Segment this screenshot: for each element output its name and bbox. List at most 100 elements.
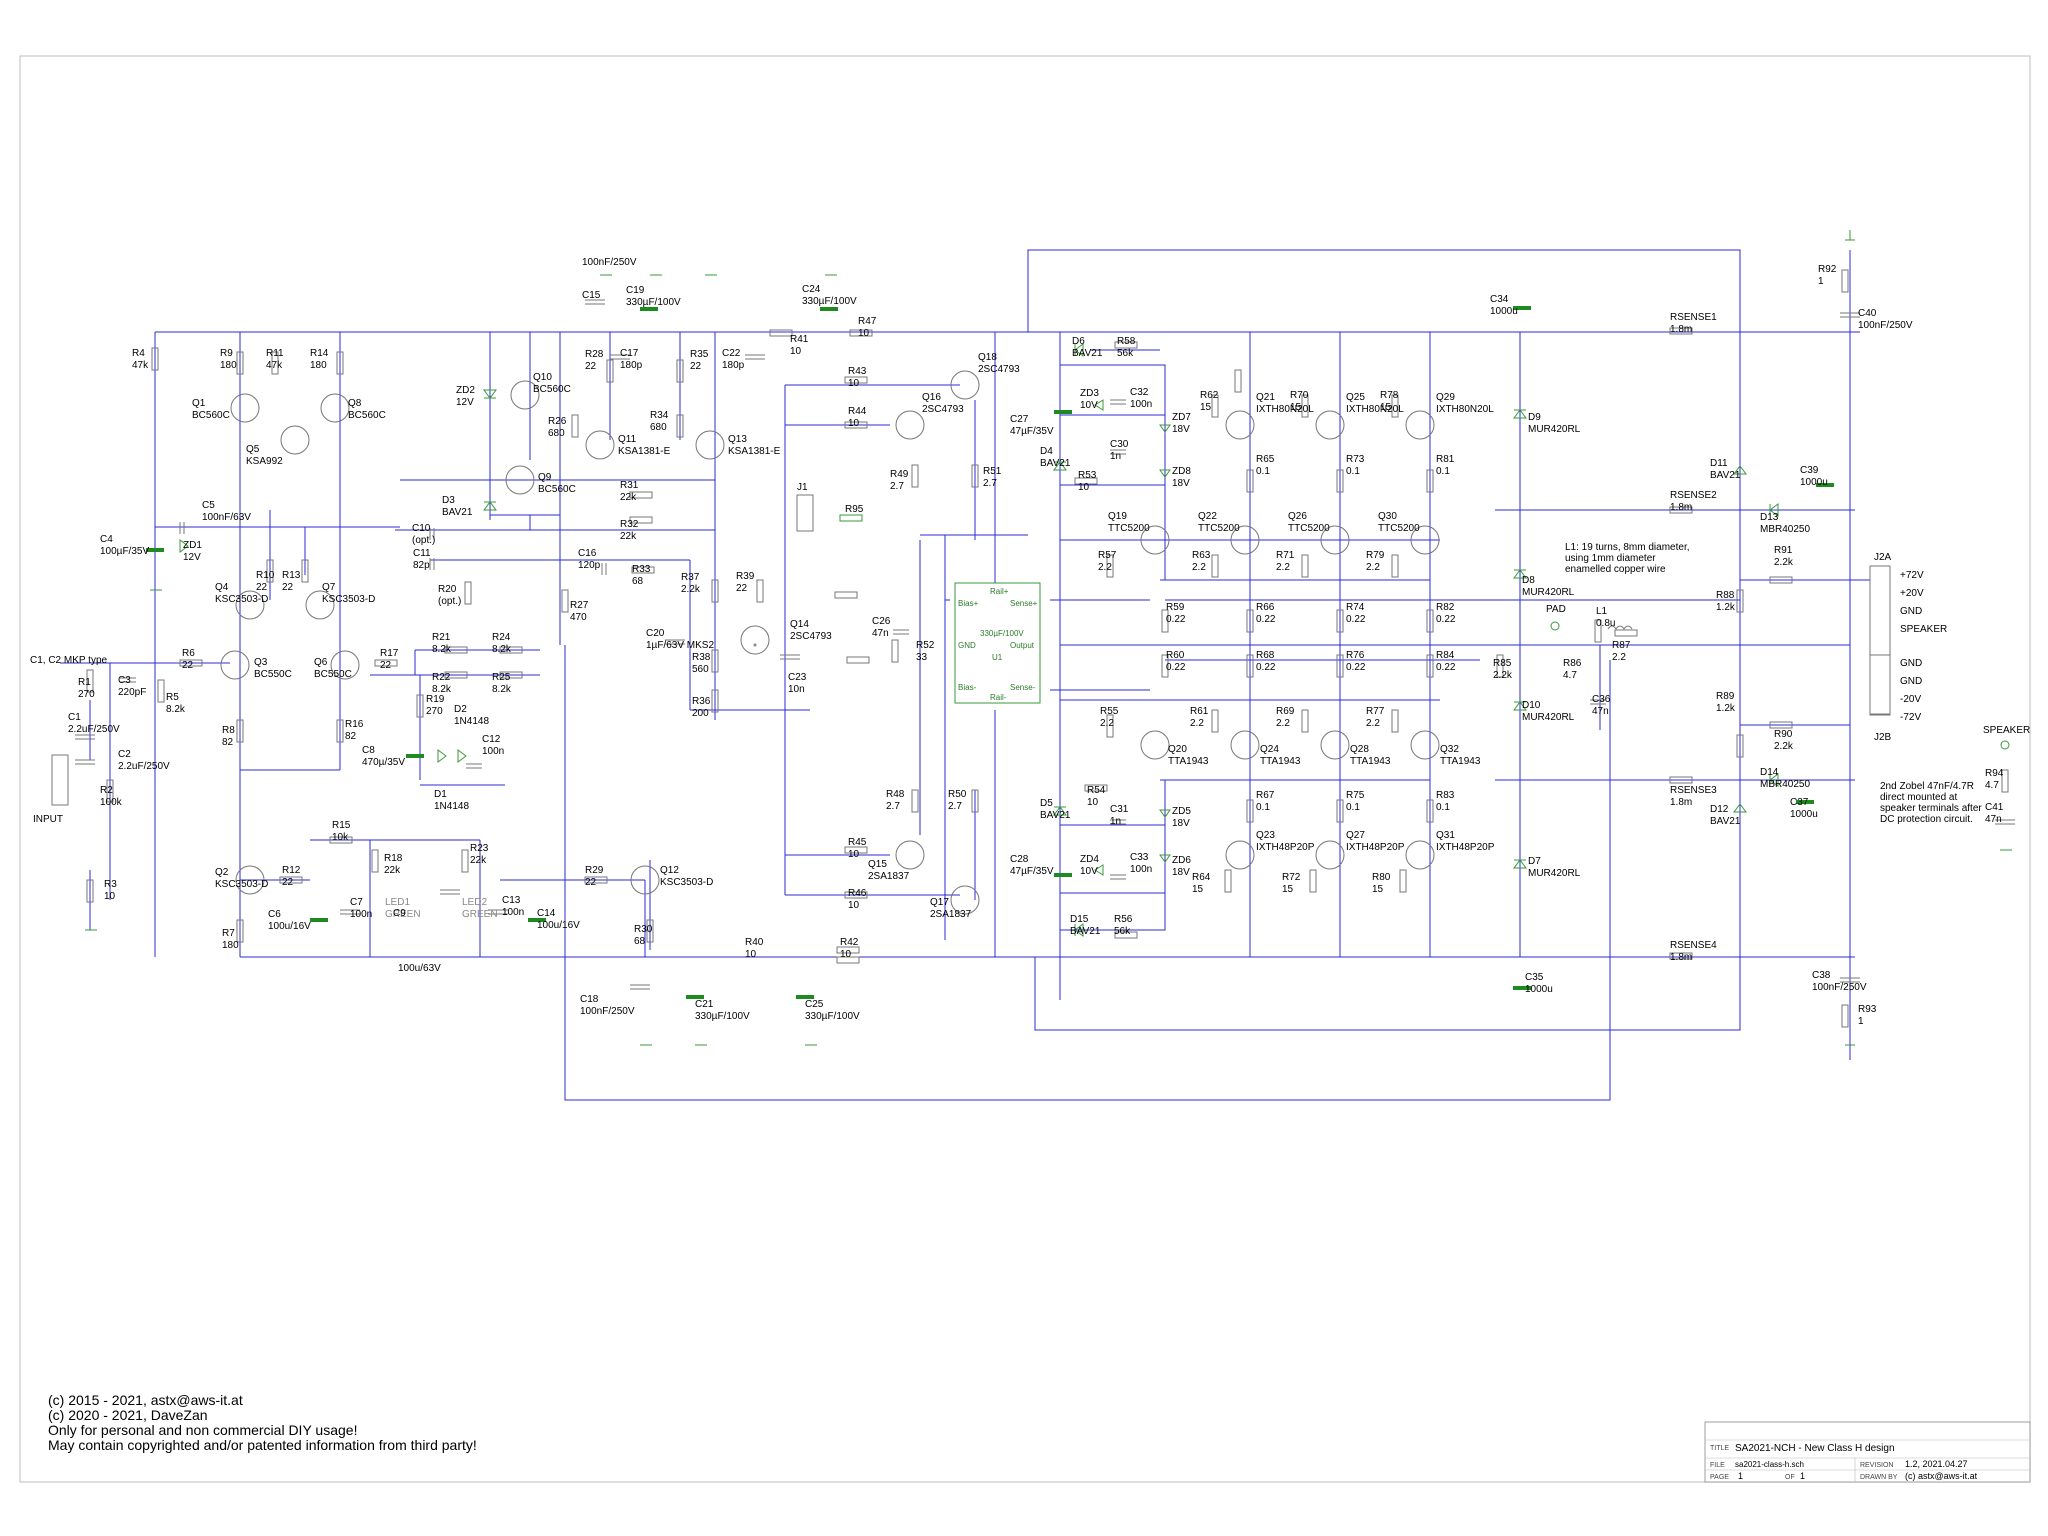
ref-d6: D6 xyxy=(1072,336,1085,347)
ref-r42: R42 xyxy=(840,937,859,948)
value-r1: 270 xyxy=(78,689,95,700)
copyright-line-4: May contain copyrighted and/or patented … xyxy=(48,1437,477,1453)
u1-rail-plus: Rail+ xyxy=(990,587,1009,596)
value-r61: 2.2 xyxy=(1190,718,1204,729)
ref-d2: D2 xyxy=(454,704,467,715)
value-q30: TTC5200 xyxy=(1378,523,1420,534)
value-q11: KSA1381-E xyxy=(618,446,671,457)
value-r65: 0.1 xyxy=(1256,466,1270,477)
value-q21: IXTH80N20L xyxy=(1256,404,1314,415)
value-r71: 2.2 xyxy=(1276,562,1290,573)
value-r66: 0.22 xyxy=(1256,614,1276,625)
ref-r83: R83 xyxy=(1436,790,1455,801)
ref-d13: D13 xyxy=(1760,512,1779,523)
ref-rsense1: RSENSE1 xyxy=(1670,312,1717,323)
value-r11: 47k xyxy=(266,360,283,371)
ref-c21: C21 xyxy=(695,999,714,1010)
ref-c1: C1 xyxy=(68,712,81,723)
ref-r31: R31 xyxy=(620,480,639,491)
value-r58: 56k xyxy=(1117,348,1134,359)
u1-rail-minus: Rail- xyxy=(990,693,1007,702)
value-r25: 8.2k xyxy=(492,684,512,695)
ref-r52: R52 xyxy=(916,640,935,651)
ref-r55: R55 xyxy=(1100,706,1119,717)
value-r87: 2.2 xyxy=(1612,652,1626,663)
value-d2: 1N4148 xyxy=(454,716,489,727)
value-c32: 100n xyxy=(1130,399,1152,410)
value-c5: 100nF/63V xyxy=(202,512,251,523)
ref-q12: Q12 xyxy=(660,865,679,876)
value-c11: 82p xyxy=(413,560,430,571)
title-block: TITLE SA2021-NCH - New Class H design FI… xyxy=(1704,1421,2031,1483)
value-r52: 33 xyxy=(916,652,928,663)
ref-led2: LED2 xyxy=(462,897,487,908)
value-led2: GREEN xyxy=(462,909,498,920)
ref-c25: C25 xyxy=(805,999,824,1010)
ref-r90: R90 xyxy=(1774,729,1793,740)
value-d10: MUR420RL xyxy=(1522,712,1575,723)
ref-c22: C22 xyxy=(722,348,741,359)
ref-q4: Q4 xyxy=(215,582,229,593)
ref-r25: R25 xyxy=(492,672,511,683)
ref-c18: C18 xyxy=(580,994,599,1005)
ref-r2: R2 xyxy=(100,785,113,796)
j2-pin-5: GND xyxy=(1900,658,1922,669)
value-r10: 22 xyxy=(256,582,268,593)
ref-zd6: ZD6 xyxy=(1172,855,1191,866)
ref-j1: J1 xyxy=(797,482,808,493)
value-r57: 2.2 xyxy=(1098,562,1112,573)
ref-c2: C2 xyxy=(118,749,131,760)
value-zd2: 12V xyxy=(456,397,474,408)
value-r20: (opt.) xyxy=(438,596,461,607)
value-q5: KSA992 xyxy=(246,456,283,467)
ref-q29: Q29 xyxy=(1436,392,1455,403)
value-r63: 2.2 xyxy=(1192,562,1206,573)
value-c34: 1000u xyxy=(1490,306,1518,317)
tb-revision-label: REVISION xyxy=(1860,1462,1893,1469)
l1-note-2: using 1mm diameter xyxy=(1565,553,1656,564)
ref-zd1: ZD1 xyxy=(183,540,202,551)
ref-c39: C39 xyxy=(1800,465,1819,476)
ref-d11: D11 xyxy=(1710,458,1728,469)
ref-c23: C23 xyxy=(788,672,807,683)
value-c21: 330µF/100V xyxy=(695,1011,750,1022)
ref-r35: R35 xyxy=(690,349,709,360)
value-c19: 330µF/100V xyxy=(626,297,681,308)
ref-r82: R82 xyxy=(1436,602,1455,613)
value-q12: KSC3503-D xyxy=(660,877,713,888)
ref-c17: C17 xyxy=(620,348,639,359)
value-r46: 10 xyxy=(848,900,860,911)
value-q27: IXTH48P20P xyxy=(1346,842,1405,853)
ref-c37: C37 xyxy=(1790,797,1809,808)
input-label: INPUT xyxy=(33,814,63,825)
tb-drawnby: (c) astx@aws-it.at xyxy=(1905,1471,1978,1481)
ref-zd2: ZD2 xyxy=(456,385,475,396)
value-r8: 82 xyxy=(222,737,234,748)
value-zd4: 10V xyxy=(1080,866,1098,877)
ref-d4: D4 xyxy=(1040,446,1053,457)
ref-r92: R92 xyxy=(1818,264,1837,275)
ref-r24: R24 xyxy=(492,632,511,643)
value-d1: 1N4148 xyxy=(434,801,469,812)
ref-q16: Q16 xyxy=(922,392,941,403)
ref-r19: R19 xyxy=(426,694,445,705)
u1-name: U1 xyxy=(992,653,1003,662)
value-r73: 0.1 xyxy=(1346,466,1360,477)
free-labels: C1, C2 MKP type INPUT 100nF/250V 100u/63… xyxy=(30,257,2030,974)
ref-rsense4: RSENSE4 xyxy=(1670,940,1717,951)
ref-r14: R14 xyxy=(310,348,329,359)
value-r59: 0.22 xyxy=(1166,614,1186,625)
ref-zd3: ZD3 xyxy=(1080,388,1099,399)
value-r83: 0.1 xyxy=(1436,802,1450,813)
value-r68: 0.22 xyxy=(1256,662,1276,673)
value-r9: 180 xyxy=(220,360,237,371)
value-c7: 100n xyxy=(350,909,372,920)
value-r53: 10 xyxy=(1078,482,1090,493)
ref-d1: D1 xyxy=(434,789,447,800)
component-symbols xyxy=(51,230,2015,1046)
ref-r3: R3 xyxy=(104,879,117,890)
value-r35: 22 xyxy=(690,361,702,372)
u1-vi-limit: 330µF/100V xyxy=(980,629,1024,638)
tb-page-label: PAGE xyxy=(1710,1474,1729,1481)
value-r29: 22 xyxy=(585,877,597,888)
